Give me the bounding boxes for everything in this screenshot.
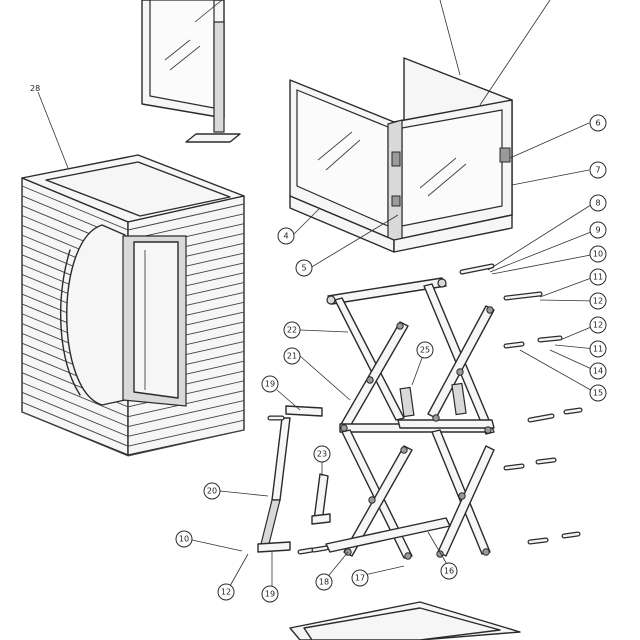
svg-text:11: 11: [593, 273, 603, 282]
callout-9: 9: [589, 221, 607, 239]
callout-7: 7: [589, 161, 607, 179]
callout-6: 6: [589, 114, 607, 132]
ribbed-base-housing: [21, 91, 245, 457]
loose-glass-panel: [141, 0, 241, 143]
svg-text:19: 19: [265, 590, 275, 599]
callout-4: 4: [277, 227, 295, 245]
svg-text:25: 25: [420, 346, 430, 355]
callout-12-bottom: 12: [217, 583, 235, 601]
loose-pins-group: [267, 263, 583, 555]
svg-text:14: 14: [593, 367, 603, 376]
callout-8: 8: [589, 194, 607, 212]
svg-text:12: 12: [593, 297, 603, 306]
callout-20: 20: [203, 482, 221, 500]
callout-11-mid: 11: [589, 340, 607, 358]
bottom-base-frame: [289, 601, 521, 640]
callout-15: 15: [589, 384, 607, 402]
bracket-part: [311, 473, 331, 525]
callout-12-mid: 12: [589, 316, 607, 334]
callout-16: 16: [440, 562, 458, 580]
svg-text:5: 5: [301, 264, 306, 273]
callout-10-top: 10: [589, 245, 607, 263]
callout-10-bottom: 10: [175, 530, 193, 548]
scissor-lift-mechanism: [325, 277, 495, 560]
svg-text:8: 8: [595, 199, 600, 208]
callout-21: 21: [283, 347, 301, 365]
callout-17: 17: [351, 569, 369, 587]
svg-text:11: 11: [593, 345, 603, 354]
svg-text:7: 7: [595, 166, 600, 175]
callout-25: 25: [416, 341, 434, 359]
svg-text:17: 17: [355, 574, 365, 583]
callout-19-top: 19: [261, 375, 279, 393]
svg-text:23: 23: [317, 450, 327, 459]
svg-text:4: 4: [283, 232, 288, 241]
svg-text:22: 22: [287, 326, 297, 335]
callout-28: 28: [30, 84, 40, 93]
glass-cabin-assembly: [289, 0, 551, 253]
callout-12-top: 12: [589, 292, 607, 310]
svg-text:16: 16: [444, 567, 454, 576]
svg-text:15: 15: [593, 389, 603, 398]
svg-text:21: 21: [287, 352, 297, 361]
callout-11-top: 11: [589, 268, 607, 286]
svg-text:10: 10: [593, 250, 603, 259]
callout-22: 22: [283, 321, 301, 339]
gas-strut: [257, 405, 323, 553]
svg-text:6: 6: [595, 119, 600, 128]
leader-lines: [191, 122, 597, 590]
svg-text:9: 9: [595, 226, 600, 235]
svg-text:18: 18: [319, 578, 329, 587]
svg-text:19: 19: [265, 380, 275, 389]
svg-text:10: 10: [179, 535, 189, 544]
svg-text:12: 12: [593, 321, 603, 330]
svg-text:12: 12: [221, 588, 231, 597]
svg-text:20: 20: [207, 487, 217, 496]
callout-14: 14: [589, 362, 607, 380]
callout-5: 5: [295, 259, 313, 277]
callout-19-bottom: 19: [261, 585, 279, 603]
callout-23: 23: [313, 445, 331, 463]
callout-18: 18: [315, 573, 333, 591]
